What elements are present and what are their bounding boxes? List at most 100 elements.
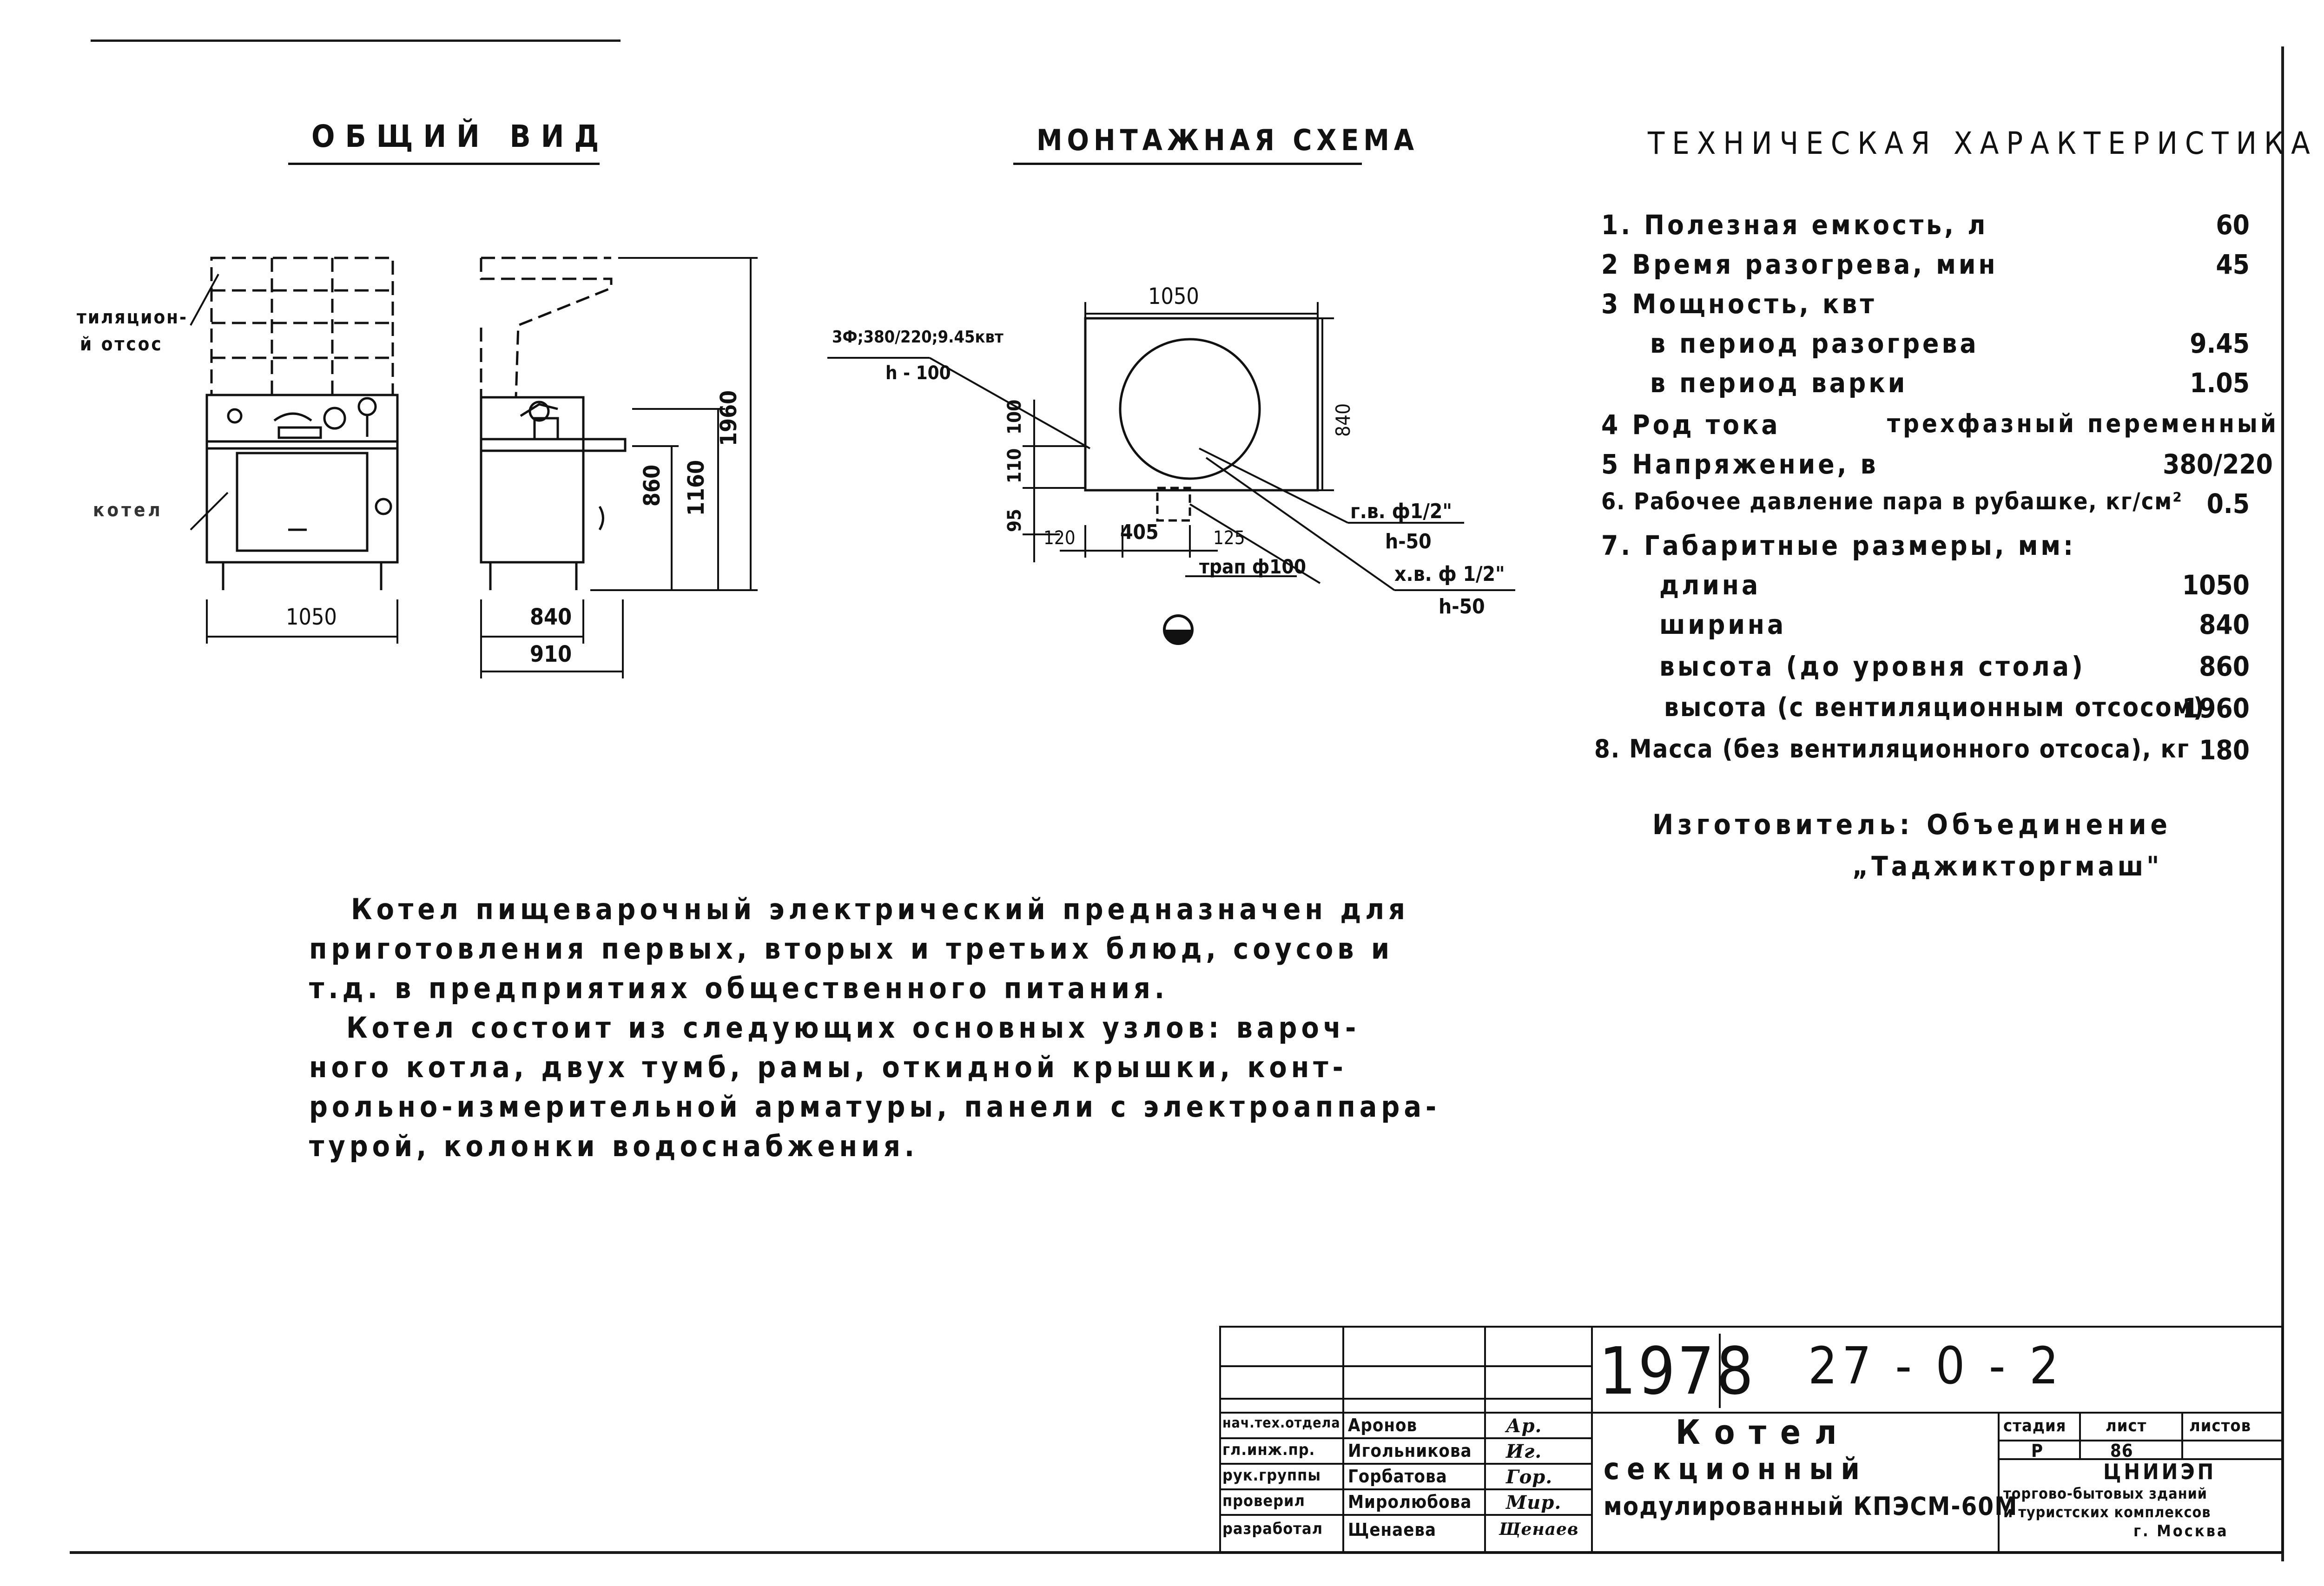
spec-row-4: 4 Род тока xyxy=(1601,409,1781,441)
dim-side-depth-outer: 910 xyxy=(530,641,572,667)
stamp-name-5: Щенаева xyxy=(1348,1520,1437,1540)
stamp-code: 27 - 0 - 2 xyxy=(1808,1336,2063,1395)
frame-bottom-line xyxy=(70,1551,2282,1554)
dim-mount-95: 95 xyxy=(1004,508,1025,532)
title-tech-specs: Техническая характеристика xyxy=(1648,125,2317,161)
spec-row-7: 7. Габаритные размеры, мм: xyxy=(1601,530,2076,561)
cold-water-label: х.в. ф 1/2" xyxy=(1394,562,1505,586)
dim-mount-125: 125 xyxy=(1213,527,1245,549)
stamp-sign-2: Иг. xyxy=(1506,1441,1542,1462)
spec-row-6: 6. Рабочее давление пара в рубашке, кг/с… xyxy=(1601,488,2183,515)
description-line-7: турой, колонки водоснабжения. xyxy=(309,1129,919,1163)
spec-value-3a: 9.45 xyxy=(2190,328,2250,359)
dim-height-table: 860 xyxy=(639,464,665,507)
stamp-role-5: разработал xyxy=(1222,1520,1323,1538)
side-view-drawing xyxy=(480,257,758,678)
manufacturer-line2: „Таджикторгмаш" xyxy=(1852,850,2163,882)
stamp-sign-3: Гор. xyxy=(1506,1466,1553,1488)
stamp-role-1: нач.тех.отдела xyxy=(1222,1415,1340,1431)
cold-water-height: h-50 xyxy=(1439,595,1485,619)
label-hood-line1: тиляцион- xyxy=(77,307,188,328)
title-general-view-underline xyxy=(288,163,600,165)
description-line-1: Котел пищеварочный электрический предназ… xyxy=(351,892,1409,926)
spec-row-7b: ширина xyxy=(1659,609,1787,640)
stamp-org-line1: ЦНИИЭП xyxy=(2103,1459,2217,1484)
spec-value-7a: 1050 xyxy=(2182,569,2250,601)
spec-row-5: 5 Напряжение, в xyxy=(1601,448,1879,480)
supply-height: h - 100 xyxy=(885,362,951,384)
dim-mount-100: 100 xyxy=(1004,399,1025,434)
description-line-4: Котел состоит из следующих основных узло… xyxy=(346,1011,1360,1045)
hot-water-label: г.в. ф1/2" xyxy=(1350,500,1452,523)
title-general-view: Общий вид xyxy=(311,118,609,154)
stamp-name-4: Миролюбова xyxy=(1348,1492,1472,1512)
description-line-3: т.д. в предприятиях общественного питани… xyxy=(309,971,1169,1005)
dim-front-width: 1050 xyxy=(286,604,337,630)
spec-row-7a: длина xyxy=(1659,569,1761,601)
stamp-title-line3: модулированный КПЭСМ-60М xyxy=(1604,1492,2018,1521)
drain-label: трап ф100 xyxy=(1199,555,1307,578)
spec-row-8: 8. Масса (без вентиляционного отсоса), к… xyxy=(1594,734,2190,763)
dim-height-mid: 1160 xyxy=(683,460,709,516)
spec-row-3a: в период разогрева xyxy=(1650,328,1979,359)
stamp-title-line2: секционный xyxy=(1604,1452,1867,1487)
stamp-year: 1978 xyxy=(1599,1334,1756,1409)
hot-water-height: h-50 xyxy=(1385,530,1432,553)
stamp-sheet-header: лист xyxy=(2106,1416,2147,1435)
spec-row-7c: высота (до уровня стола) xyxy=(1659,651,2086,682)
stamp-stage-value: Р xyxy=(2031,1441,2044,1461)
spec-value-7c: 860 xyxy=(2199,651,2250,682)
stamp-grid xyxy=(1219,1326,2283,1553)
label-kettle: котел xyxy=(93,500,163,521)
stamp-sign-4: Мир. xyxy=(1506,1492,1562,1514)
spec-value-5: 380/220 xyxy=(2163,448,2273,480)
description-line-5: ного котла, двух тумб, рамы, откидной кр… xyxy=(309,1050,1347,1084)
stamp-sign-5: Щенаев xyxy=(1499,1520,1579,1539)
dim-mount-120: 120 xyxy=(1043,527,1076,549)
stamp-name-1: Аронов xyxy=(1348,1415,1418,1435)
spec-value-6: 0.5 xyxy=(2206,488,2250,520)
spec-row-2: 2 Время разогрева, мин xyxy=(1601,249,1998,280)
description-line-2: приготовления первых, вторых и третьих б… xyxy=(309,932,1394,966)
stamp-name-2: Игольникова xyxy=(1348,1441,1472,1461)
spec-value-1: 60 xyxy=(2216,209,2250,241)
title-mounting-scheme-underline xyxy=(1013,163,1362,165)
dim-mount-110: 110 xyxy=(1004,448,1025,483)
stamp-title-line1: Котел xyxy=(1676,1413,1851,1452)
spec-value-4: трехфазный переменный xyxy=(1887,409,2279,438)
dim-side-depth-inner: 840 xyxy=(530,604,572,630)
front-view-drawing xyxy=(190,257,399,644)
supply-label: 3Ф;380/220;9.45квт xyxy=(832,328,1004,347)
stamp-role-4: проверил xyxy=(1222,1492,1305,1510)
spec-value-3b: 1.05 xyxy=(2190,367,2250,399)
spec-row-7d: высота (с вентиляционным отсосом) xyxy=(1664,692,2205,723)
manufacturer-line1: Изготовитель: Объединение xyxy=(1652,809,2172,841)
stamp-sheets-header: листов xyxy=(2189,1416,2251,1435)
description-line-6: рольно-измерительной арматуры, панели с … xyxy=(309,1090,1441,1124)
spec-value-7d: 1960 xyxy=(2182,692,2250,724)
stamp-stage-header: стадия xyxy=(2003,1416,2067,1435)
frame-top-line xyxy=(91,39,621,42)
spec-row-3b: в период варки xyxy=(1650,367,1908,399)
stamp-name-3: Горбатова xyxy=(1348,1466,1447,1487)
stamp-role-3: рук.группы xyxy=(1222,1466,1321,1485)
title-mounting-scheme: Монтажная схема xyxy=(1037,123,1419,157)
frame-right-line xyxy=(2281,46,2284,1561)
mounting-scheme-drawing xyxy=(827,302,1515,591)
stamp-org-line3: и туристских комплексов xyxy=(2003,1503,2211,1521)
stamp-sign-1: Ар. xyxy=(1506,1415,1542,1437)
dim-mount-right: 840 xyxy=(1332,403,1354,437)
stamp-sheet-value: 86 xyxy=(2110,1441,2133,1461)
ground-symbol xyxy=(1163,614,1194,645)
label-hood-line2: й отсос xyxy=(80,334,163,355)
spec-row-3: 3 Мощность, квт xyxy=(1601,288,1877,320)
stamp-org-line4: г. Москва xyxy=(2133,1522,2229,1540)
dim-height-total: 1960 xyxy=(716,390,742,446)
spec-value-7b: 840 xyxy=(2199,609,2250,640)
stamp-org-line2: торгово-бытовых зданий xyxy=(2003,1485,2207,1502)
stamp-role-2: гл.инж.пр. xyxy=(1222,1441,1315,1459)
dim-mount-405: 405 xyxy=(1120,520,1159,544)
spec-value-8: 180 xyxy=(2199,734,2250,766)
dim-mount-top: 1050 xyxy=(1148,283,1199,309)
